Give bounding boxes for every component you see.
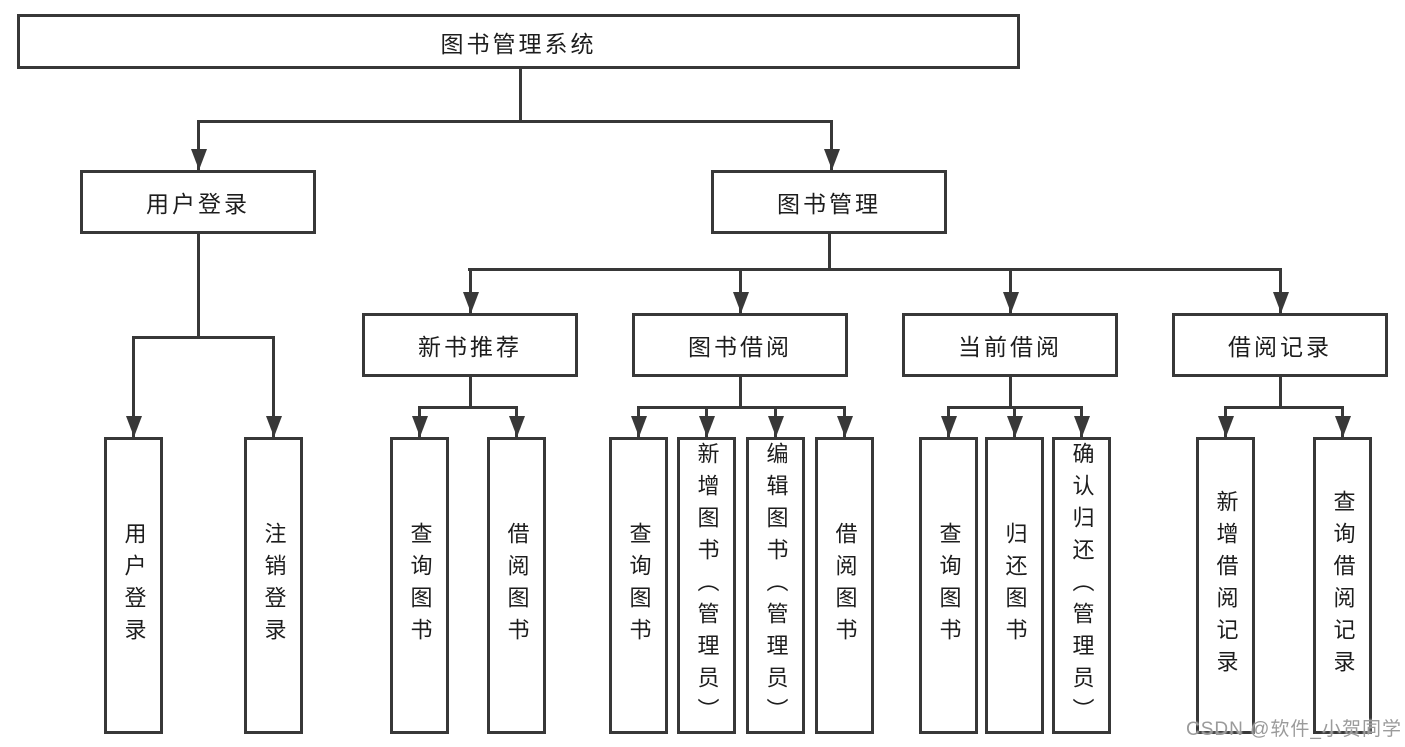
connector-current-borrow-stem bbox=[1009, 377, 1012, 406]
arrow-to-leaf-return-book bbox=[1013, 406, 1016, 437]
leaf-add-borrow-record-label: 新增借阅记录 bbox=[1213, 489, 1239, 682]
arrow-to-leaf-add-book-admin bbox=[705, 406, 708, 437]
arrow-to-borrow-records bbox=[1279, 268, 1282, 313]
leaf-query-book-recommend: 查询图书 bbox=[390, 437, 449, 734]
leaf-query-book-borrow: 查询图书 bbox=[609, 437, 668, 734]
node-book-management: 图书管理 bbox=[711, 170, 947, 234]
node-user-login: 用户登录 bbox=[80, 170, 316, 234]
leaf-user-login-label: 用户登录 bbox=[121, 521, 147, 650]
leaf-query-book-borrow-label: 查询图书 bbox=[626, 521, 652, 650]
arrow-to-leaf-borrow-book-recommend bbox=[515, 406, 518, 437]
connector-new-book-recommend-hbar bbox=[418, 406, 518, 409]
node-book-borrow: 图书借阅 bbox=[632, 313, 848, 377]
leaf-return-book: 归还图书 bbox=[985, 437, 1044, 734]
leaf-query-book-current: 查询图书 bbox=[919, 437, 978, 734]
connector-book-borrow-stem bbox=[739, 377, 742, 406]
arrow-to-leaf-logout bbox=[272, 336, 275, 437]
leaf-add-book-admin: 新增图书（管理员） bbox=[677, 437, 736, 734]
leaf-user-login: 用户登录 bbox=[104, 437, 163, 734]
node-library-management-system: 图书管理系统 bbox=[17, 14, 1020, 69]
leaf-borrow-book: 借阅图书 bbox=[815, 437, 874, 734]
arrow-to-leaf-add-borrow-record bbox=[1224, 406, 1227, 437]
leaf-query-book-recommend-label: 查询图书 bbox=[407, 521, 433, 650]
arrow-to-leaf-edit-book-admin bbox=[774, 406, 777, 437]
node-current-borrow: 当前借阅 bbox=[902, 313, 1118, 377]
node-book-management-label: 图书管理 bbox=[777, 191, 881, 217]
node-current-borrow-label: 当前借阅 bbox=[958, 334, 1062, 360]
connector-borrow-records-hbar bbox=[1224, 406, 1343, 409]
leaf-add-borrow-record: 新增借阅记录 bbox=[1196, 437, 1255, 734]
leaf-logout: 注销登录 bbox=[244, 437, 303, 734]
connector-book-management-stem bbox=[828, 234, 831, 268]
leaf-edit-book-admin-label: 编辑图书（管理员） bbox=[763, 441, 789, 730]
leaf-confirm-return-admin-label: 确认归还（管理员） bbox=[1069, 441, 1095, 730]
leaf-edit-book-admin: 编辑图书（管理员） bbox=[746, 437, 805, 734]
leaf-add-book-admin-label: 新增图书（管理员） bbox=[694, 441, 720, 730]
connector-user-login-hbar bbox=[132, 336, 275, 339]
arrow-to-new-book-recommend bbox=[469, 268, 472, 313]
node-borrow-records-label: 借阅记录 bbox=[1228, 334, 1332, 360]
arrow-to-user-login bbox=[197, 120, 200, 170]
leaf-return-book-label: 归还图书 bbox=[1002, 521, 1028, 650]
connector-user-login-stem bbox=[197, 234, 200, 336]
connector-book-borrow-hbar bbox=[637, 406, 846, 409]
arrow-to-leaf-confirm-return-admin bbox=[1080, 406, 1083, 437]
connector-borrow-records-stem bbox=[1279, 377, 1282, 406]
connector-root-hbar bbox=[197, 120, 833, 123]
arrow-to-leaf-user-login bbox=[132, 336, 135, 437]
arrow-to-leaf-query-book-borrow bbox=[637, 406, 640, 437]
leaf-query-borrow-record: 查询借阅记录 bbox=[1313, 437, 1372, 734]
connector-new-book-recommend-stem bbox=[469, 377, 472, 406]
node-library-management-system-label: 图书管理系统 bbox=[440, 30, 597, 57]
node-borrow-records: 借阅记录 bbox=[1172, 313, 1388, 377]
arrow-to-leaf-borrow-book bbox=[843, 406, 846, 437]
connector-book-management-hbar bbox=[468, 268, 1282, 271]
arrow-to-leaf-query-book-current bbox=[947, 406, 950, 437]
leaf-confirm-return-admin: 确认归还（管理员） bbox=[1052, 437, 1111, 734]
leaf-borrow-book-recommend: 借阅图书 bbox=[487, 437, 546, 734]
arrow-to-leaf-query-book-recommend bbox=[418, 406, 421, 437]
node-user-login-label: 用户登录 bbox=[146, 191, 250, 217]
arrow-to-book-management bbox=[830, 120, 833, 170]
arrow-to-book-borrow bbox=[739, 268, 742, 313]
node-book-borrow-label: 图书借阅 bbox=[688, 334, 792, 360]
leaf-borrow-book-recommend-label: 借阅图书 bbox=[504, 521, 530, 650]
arrow-to-current-borrow bbox=[1009, 268, 1012, 313]
watermark: CSDN @软件_小贺同学 bbox=[1186, 719, 1402, 740]
connector-root-stem bbox=[519, 69, 522, 121]
leaf-query-book-current-label: 查询图书 bbox=[936, 521, 962, 650]
arrow-to-leaf-query-borrow-record bbox=[1341, 406, 1344, 437]
leaf-query-borrow-record-label: 查询借阅记录 bbox=[1330, 489, 1356, 682]
leaf-logout-label: 注销登录 bbox=[261, 521, 287, 650]
node-new-book-recommend-label: 新书推荐 bbox=[418, 334, 522, 360]
node-new-book-recommend: 新书推荐 bbox=[362, 313, 578, 377]
leaf-borrow-book-label: 借阅图书 bbox=[832, 521, 858, 650]
